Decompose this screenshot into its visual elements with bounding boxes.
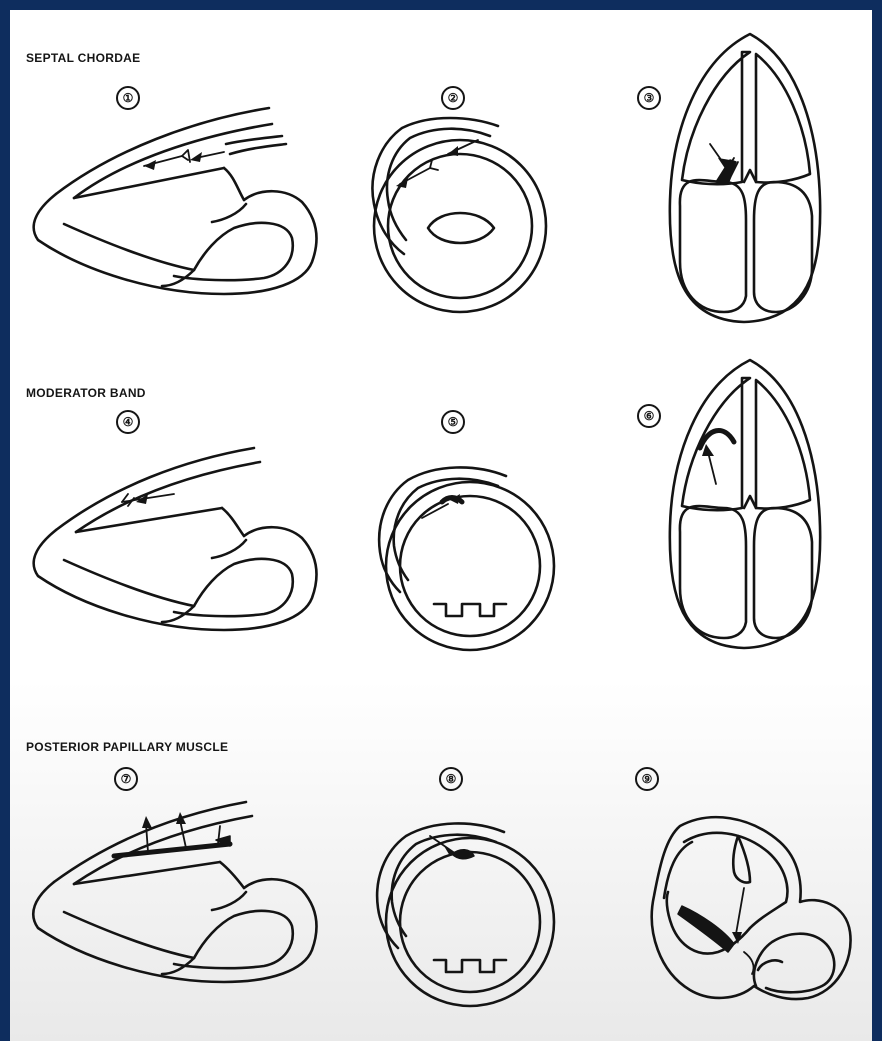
panel-number-8: ⑧ <box>439 767 463 791</box>
panel-number-9: ⑨ <box>635 767 659 791</box>
long-axis-view-7 <box>24 796 324 1016</box>
short-axis-view-8 <box>364 810 554 1010</box>
four-chamber-view-3 <box>658 30 828 330</box>
row-title-moderator-band: MODERATOR BAND <box>26 386 146 400</box>
short-axis-view-2 <box>360 104 540 314</box>
panel-number-5: ⑤ <box>441 410 465 434</box>
diagram-canvas: SEPTAL CHORDAE ① ② ③ <box>10 10 872 1041</box>
short-axis-view-5 <box>366 454 556 654</box>
panel-number-4: ④ <box>116 410 140 434</box>
long-axis-view-1 <box>24 102 324 322</box>
long-axis-view-4 <box>24 440 324 660</box>
apical-oblique-view-9 <box>640 802 860 1022</box>
four-chamber-view-6 <box>658 356 828 656</box>
row-title-septal-chordae: SEPTAL CHORDAE <box>26 51 140 65</box>
panel-number-7: ⑦ <box>114 767 138 791</box>
row-title-posterior-papillary-muscle: POSTERIOR PAPILLARY MUSCLE <box>26 740 228 754</box>
